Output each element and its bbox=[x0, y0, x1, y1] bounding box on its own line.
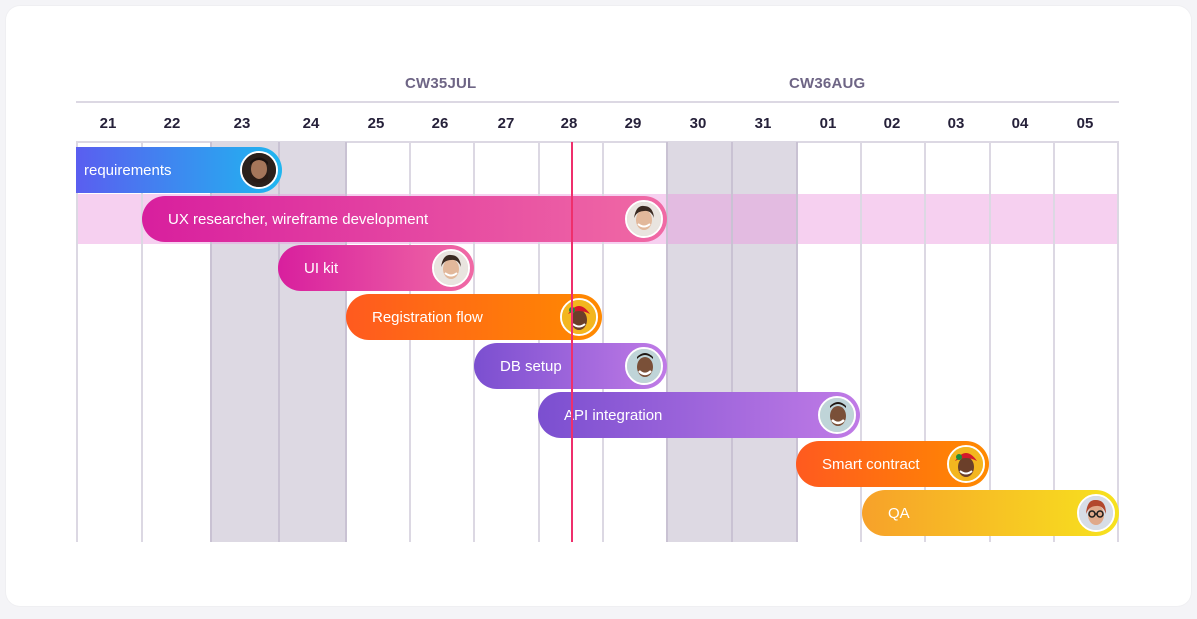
week-label-cw35: CW35JUL bbox=[405, 75, 477, 92]
task-bar-qa[interactable]: QA bbox=[862, 490, 1119, 536]
today-marker-line bbox=[571, 142, 573, 542]
grid-line bbox=[278, 142, 280, 542]
week-label-cw36: CW36AUG bbox=[789, 75, 866, 92]
day-label: 31 bbox=[754, 115, 772, 132]
task-bar-smart-contract[interactable]: Smart contract bbox=[796, 441, 989, 487]
task-label: UI kit bbox=[304, 259, 339, 277]
task-bar-registration-flow[interactable]: Registration flow bbox=[346, 294, 602, 340]
man-red-hat-avatar[interactable] bbox=[947, 445, 985, 483]
grid-line bbox=[796, 142, 798, 542]
task-label: QA bbox=[888, 504, 910, 522]
task-label: Registration flow bbox=[372, 308, 483, 326]
grid-line bbox=[473, 142, 475, 542]
header-divider bbox=[76, 141, 1119, 143]
grid-line bbox=[345, 142, 347, 542]
day-label: 23 bbox=[233, 115, 251, 132]
grid-line bbox=[76, 142, 78, 542]
task-bar-db-setup[interactable]: DB setup bbox=[474, 343, 667, 389]
day-label: 24 bbox=[302, 115, 320, 132]
man-smiling-avatar[interactable] bbox=[625, 347, 663, 385]
grid-line bbox=[538, 142, 540, 542]
grid-line bbox=[602, 142, 604, 542]
task-bar-ui-kit[interactable]: UI kit bbox=[278, 245, 474, 291]
grid-line bbox=[210, 142, 212, 542]
woman-glasses-avatar[interactable] bbox=[1077, 494, 1115, 532]
grid-line bbox=[409, 142, 411, 542]
day-label: 26 bbox=[431, 115, 449, 132]
grid-line bbox=[1053, 142, 1055, 542]
woman-short-hair-avatar[interactable] bbox=[432, 249, 470, 287]
man-red-hat-avatar[interactable] bbox=[560, 298, 598, 336]
grid-line bbox=[666, 142, 668, 542]
task-bar-requirements[interactable]: requirements bbox=[76, 147, 282, 193]
day-label: 28 bbox=[560, 115, 578, 132]
grid-line bbox=[731, 142, 733, 542]
task-label: Smart contract bbox=[822, 455, 920, 473]
week-divider bbox=[76, 101, 1119, 103]
task-label: UX researcher, wireframe development bbox=[168, 210, 429, 228]
man-beard-avatar[interactable] bbox=[240, 151, 278, 189]
day-label: 05 bbox=[1076, 115, 1094, 132]
woman-short-hair-avatar[interactable] bbox=[625, 200, 663, 238]
day-label: 04 bbox=[1011, 115, 1029, 132]
day-label: 21 bbox=[99, 115, 117, 132]
day-label: 30 bbox=[689, 115, 707, 132]
grid-line bbox=[1117, 142, 1119, 542]
grid-line bbox=[924, 142, 926, 542]
task-label: API integration bbox=[564, 406, 663, 424]
day-label: 22 bbox=[163, 115, 181, 132]
task-label: requirements bbox=[84, 161, 172, 179]
day-label: 29 bbox=[624, 115, 642, 132]
task-label: DB setup bbox=[500, 357, 562, 375]
day-label: 03 bbox=[947, 115, 965, 132]
grid-line bbox=[141, 142, 143, 542]
day-label: 25 bbox=[367, 115, 385, 132]
task-bar-ux-research[interactable]: UX researcher, wireframe development bbox=[142, 196, 667, 242]
task-bar-api-integration[interactable]: API integration bbox=[538, 392, 860, 438]
day-label: 27 bbox=[497, 115, 515, 132]
man-smiling-avatar[interactable] bbox=[818, 396, 856, 434]
day-label: 02 bbox=[883, 115, 901, 132]
grid-line bbox=[989, 142, 991, 542]
grid-line bbox=[860, 142, 862, 542]
day-label: 01 bbox=[819, 115, 837, 132]
